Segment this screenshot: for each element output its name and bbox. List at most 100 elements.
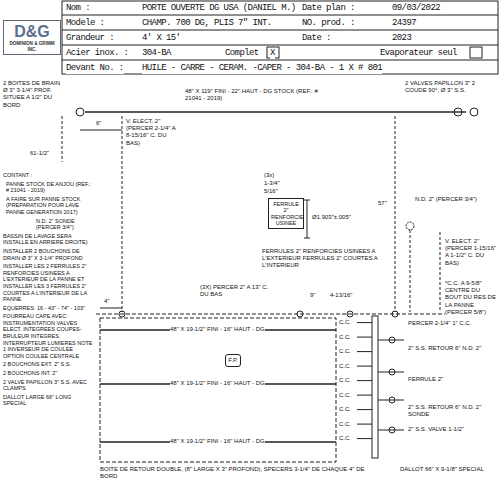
- dimension-label: 57": [378, 200, 387, 207]
- note-text: A FAIRE SUR PANNE STOCK (PREPARATION POU…: [6, 196, 95, 216]
- drill-note: PERCER 2-1/4" 1" C.C.: [408, 320, 496, 327]
- callout-label: C.C.: [339, 319, 351, 326]
- form-label: Nom :: [66, 3, 90, 14]
- form-value: 09/03/2022: [392, 3, 440, 14]
- callout-leader: [357, 337, 372, 338]
- callout-leader: [357, 438, 372, 439]
- note-text: PANNE STOCK DE ANJOU (REF.: # 21041 - 20…: [6, 181, 95, 194]
- leader-line: [122, 116, 123, 312]
- branch-pipe: [378, 372, 404, 373]
- return-box-note: BOITE DE RETOUR DOUBLE, (8" LARGE X 3" P…: [100, 466, 370, 480]
- drill-hole: [297, 311, 303, 317]
- form-label: Devant No. :: [66, 63, 124, 74]
- checkbox: [470, 47, 482, 58]
- manifold-pipe: [372, 316, 378, 458]
- form-label: Acier inox. :: [66, 48, 128, 59]
- drill-note: V. ELECT. 2" (PERCER 1-15/16" A 1-1/2" C…: [445, 238, 497, 267]
- check-mark: X: [270, 48, 275, 59]
- form-label: Grandeur :: [66, 33, 114, 44]
- probe-fitting: [406, 222, 414, 230]
- form-rule: [62, 60, 498, 61]
- form-label: NO. prod. :: [302, 18, 355, 29]
- fitting: [389, 369, 395, 375]
- branch-pipe: [378, 430, 404, 431]
- dimension-label: 61-1/2": [30, 150, 49, 157]
- branch-pipe: [378, 400, 404, 401]
- note-text: N.D. 2" SONDE (PERCER 3/4"): [36, 218, 94, 231]
- drill-hole: [392, 311, 398, 317]
- title-block: [62, 1, 498, 74]
- butterfly-valve: [454, 108, 462, 116]
- form-label: Modele :: [66, 18, 104, 29]
- dimension-tick: [304, 200, 310, 201]
- form-rule: [62, 45, 498, 46]
- callout-label: C.C.: [339, 435, 351, 442]
- pan-outline: [100, 318, 336, 462]
- drill-line: [60, 314, 460, 315]
- dimension-line: [395, 116, 396, 312]
- valve-note: 2 VALVES PAPILLON 3" 2 COUDE 90°, Ø 3" S…: [405, 80, 497, 94]
- callout-label: C.C.: [339, 392, 351, 399]
- ferrule-box: FERRULE 2" RENFORCIE USINEE: [268, 198, 304, 229]
- valve-pipe: [450, 111, 466, 112]
- checkbox: [267, 47, 279, 58]
- dimension-label: 5/16": [264, 188, 278, 195]
- drain-note: DALLOT 66" X 9-1/8" SPECIAL: [400, 466, 495, 473]
- drill-note: (3X) PERCER 2" A 13" C. DU BAS: [200, 284, 275, 298]
- dimension-tick: [304, 238, 310, 239]
- node-title: F.P.: [228, 357, 238, 364]
- note-text: 2 VALVE PAPILLON 3" S.S. AVEC CLAMPS: [3, 379, 95, 392]
- callout-label: C.C.: [339, 421, 351, 428]
- form-value: PORTE OUVERTE DG USA (DANIEL M.): [142, 3, 296, 14]
- form-rule: [62, 30, 498, 31]
- ferrule-note: FERRULES 2" RENFORCIES USINEES A L'EXTER…: [262, 248, 387, 270]
- callout-label: C.C.: [339, 377, 351, 384]
- form-label: Complet: [225, 48, 259, 59]
- form-label: Date plan :: [302, 3, 355, 14]
- callout-label: C.C.: [339, 334, 351, 341]
- pipe-note: 2" S.S. RETOUR 6" N.D. 2" SONDE: [408, 404, 488, 418]
- dimension-line: [80, 130, 122, 131]
- callout-leader: [357, 424, 372, 425]
- form-value: 4' X 15': [142, 33, 180, 44]
- note-text: INSTALLER LES 2 FERRULES 2" RENFORCIES U…: [3, 263, 95, 303]
- logo-box: D&GDOMINION & GRIMM INC.: [3, 20, 61, 55]
- drill-hole: [347, 311, 353, 317]
- note-text: BASSIN DE LAVAGE SERA INSTALLE EN ARRIER…: [3, 233, 95, 246]
- note-text: EQUERRES: 16 - 43" - 74" - 103": [3, 305, 95, 312]
- callout-label: C.C.: [339, 406, 351, 413]
- drain-box: [76, 108, 84, 116]
- dimension-line: [100, 308, 122, 309]
- callout-leader: [357, 409, 372, 410]
- form-label: Evaporateur seul: [380, 48, 457, 59]
- dimension-label: 6": [96, 120, 101, 127]
- leader-line: [410, 230, 411, 312]
- branch-pipe: [378, 340, 404, 341]
- panel-label: 48" X 19-1/2" FINI - 16" HAUT - DG: [170, 438, 265, 445]
- callout-label: C.C.: [339, 348, 351, 355]
- drain-note: 2 BOITES DE BRAIN Ø 3" 3-1/4" PROF. SITU…: [3, 80, 63, 109]
- leader-line: [440, 232, 441, 312]
- dimension-label: 9": [310, 292, 315, 299]
- probe-note: N.D. 2" (PERCER 3/4"): [415, 196, 495, 203]
- form-value: CHAMP. 700 DG, PLIS 7" INT.: [142, 18, 272, 29]
- drill-note: *C.C. A 9-5/8" CENTRE DU BOUT DU RES DE …: [445, 280, 497, 316]
- note-text: 2 BOUCHONS EXT. 2" S.S.: [3, 361, 95, 368]
- fitting: [389, 397, 395, 403]
- note-text: 2 BOUCHONS INT. 2": [3, 370, 95, 377]
- dimension-label: 4": [104, 298, 109, 305]
- pipe-note: FERRULE 2": [408, 376, 443, 383]
- panel-label: 48" X 19-1/2" FINI - 16" HAUT - DG: [170, 326, 265, 333]
- tick-group: [357, 323, 372, 439]
- fp-box: F.P.: [225, 354, 241, 367]
- callout-leader: [357, 366, 372, 367]
- note-text: INSTALLER 2 BOUCHONS DE DRAIN Ø 3" X 3-1…: [3, 248, 95, 261]
- node-subtitle: DOMINION & GRIMM INC.: [6, 41, 58, 52]
- dimension-label: Ø1.903"±.005": [312, 214, 351, 221]
- panel-label: 48" X 19-1/2" FINI - 16" HAUT - DG: [170, 380, 265, 387]
- dimension-line: [307, 200, 308, 238]
- node-title: FERRULE 2" RENFORCIE USINEE: [271, 201, 301, 226]
- form-rule: [62, 15, 498, 16]
- note-text: FOURREAU CAPE AVEC: INSTRUMENTATION VALV…: [3, 313, 95, 359]
